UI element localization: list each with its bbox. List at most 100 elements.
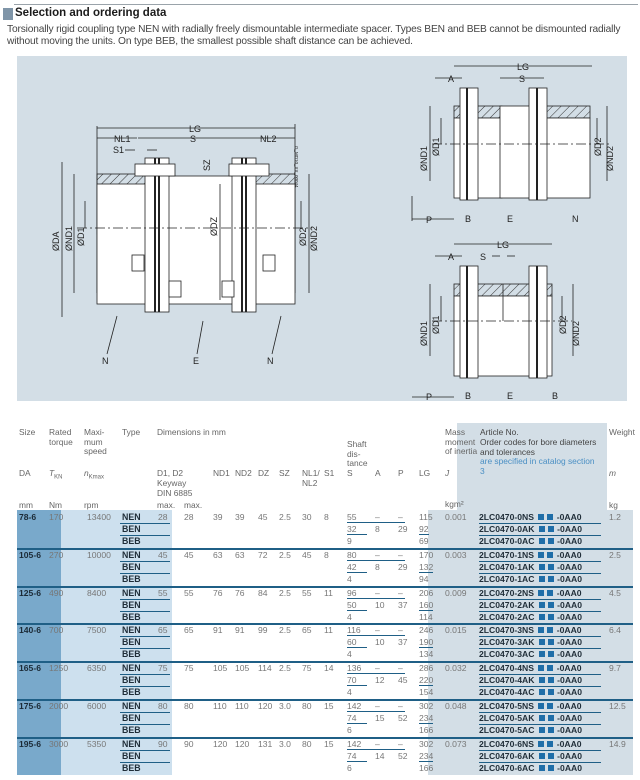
s-value: 60 bbox=[347, 637, 367, 649]
svg-text:S1: S1 bbox=[113, 145, 124, 155]
type-nen: NEN bbox=[120, 588, 170, 600]
sz-value: 2.5 bbox=[279, 587, 291, 598]
order-code-square-icon bbox=[538, 575, 545, 582]
lg-value: 166 bbox=[419, 762, 434, 773]
nl-value: 80 bbox=[302, 701, 312, 711]
lg-value: 190 bbox=[419, 637, 434, 649]
sz-value: 2.5 bbox=[279, 663, 291, 674]
weight-value: 14.9 bbox=[609, 738, 626, 749]
catalog-section-link[interactable]: are specified in catalog section 3 bbox=[480, 456, 595, 476]
speed-value: 13400 bbox=[87, 512, 111, 522]
d2-value: 45 bbox=[184, 549, 194, 560]
article-suffix: -0AA0 bbox=[554, 762, 583, 773]
p-value: 52 bbox=[398, 713, 408, 723]
p-value: 37 bbox=[398, 637, 408, 648]
order-code-square-icon bbox=[547, 715, 554, 721]
a-value: – bbox=[375, 625, 380, 636]
type-ben: BEN bbox=[120, 524, 170, 536]
svg-text:A: A bbox=[448, 252, 454, 262]
hdr-keyway: Keyway DIN 6885 bbox=[157, 478, 193, 498]
article-base: 2LC0470-6AK bbox=[479, 750, 537, 761]
weight-value: 12.5 bbox=[609, 701, 626, 711]
s-value: 4 bbox=[347, 611, 352, 622]
dz-value: 120 bbox=[258, 701, 273, 711]
type-nen: NEN bbox=[120, 550, 170, 562]
size-group: 140-6 700 7500 65 65 91 91 99 2.5 65 11 … bbox=[17, 623, 633, 661]
article-number: 2LC0470-0AC -0AA0 bbox=[479, 536, 601, 547]
type-ben: BEN bbox=[120, 600, 170, 612]
type-columns-bg bbox=[61, 510, 172, 775]
svg-text:ØND1: ØND1 bbox=[419, 146, 429, 171]
tkn-symbol: T bbox=[49, 468, 55, 478]
group-separator bbox=[17, 661, 633, 664]
speed-value: 7500 bbox=[87, 625, 107, 636]
nl-value: 65 bbox=[302, 625, 312, 636]
drawing-beb: LG A S ØND1 ØD1 ØND2 ØD2 P B E B bbox=[412, 240, 581, 401]
sz-value: 2.5 bbox=[279, 512, 291, 522]
speed-value: 10000 bbox=[87, 549, 111, 560]
order-code-square-icon bbox=[538, 601, 545, 608]
s-value: 96 bbox=[347, 588, 405, 599]
order-code-square-icon bbox=[547, 627, 554, 634]
a-value: 14 bbox=[375, 750, 385, 761]
article-number: 2LC0470-6AK -0AA0 bbox=[479, 751, 601, 763]
nkmax-symbol: n bbox=[84, 468, 89, 478]
svg-text:ØD1: ØD1 bbox=[431, 137, 441, 156]
type-beb: BEB bbox=[122, 649, 141, 660]
p-value: – bbox=[398, 512, 403, 522]
article-base: 2LC0470-1NS bbox=[479, 549, 537, 560]
d1-value: 80 bbox=[158, 701, 168, 711]
coupling-drawings: LG NL1 S NL2 S1 G_MD10_XX_00044 bbox=[17, 56, 627, 401]
hdr-lg: LG bbox=[419, 468, 431, 478]
article-base: 2LC0470-3AK bbox=[479, 637, 537, 648]
inertia-column-bg bbox=[428, 510, 457, 775]
type-ben: BEN bbox=[120, 713, 170, 725]
order-code-square-icon bbox=[547, 740, 554, 747]
article-number: 2LC0470-6AC -0AA0 bbox=[479, 763, 601, 774]
d2-value: 65 bbox=[184, 625, 194, 636]
order-code-square-icon bbox=[538, 538, 545, 544]
svg-text:N: N bbox=[572, 214, 579, 224]
weight-value: 6.4 bbox=[609, 625, 621, 636]
article-number: 2LC0470-5AC -0AA0 bbox=[479, 725, 601, 736]
s1-value: 15 bbox=[324, 701, 334, 711]
nkmax-sub: Kmax bbox=[88, 474, 105, 481]
dz-value: 72 bbox=[258, 549, 268, 560]
order-code-square-icon bbox=[538, 563, 545, 570]
article-suffix: -0AA0 bbox=[554, 649, 583, 660]
inertia-value: 0.003 bbox=[445, 549, 467, 560]
weight-value: 9.7 bbox=[609, 663, 621, 674]
torque-value: 2000 bbox=[49, 701, 69, 711]
s-value: 4 bbox=[347, 649, 352, 660]
order-code-square-icon bbox=[538, 526, 545, 532]
dz-value: 131 bbox=[258, 738, 273, 749]
hdr-shaft-distance: Shaft dis- tance bbox=[347, 439, 368, 468]
unit-nm: Nm bbox=[49, 500, 63, 510]
size-group: 125-6 490 8400 55 55 76 76 84 2.5 55 11 … bbox=[17, 585, 633, 624]
group-separator bbox=[17, 585, 633, 588]
nd2-value: 39 bbox=[235, 512, 245, 522]
article-suffix: -0AA0 bbox=[554, 573, 583, 584]
order-code-square-icon bbox=[538, 740, 545, 747]
a-value: 8 bbox=[375, 561, 380, 572]
article-number: 2LC0470-4AK -0AA0 bbox=[479, 675, 601, 688]
nd2-value: 110 bbox=[235, 701, 249, 711]
lg-value: 206 bbox=[419, 587, 434, 598]
svg-text:N: N bbox=[102, 356, 109, 366]
type-beb: BEB bbox=[122, 611, 141, 622]
nd1-value: 39 bbox=[213, 512, 223, 522]
s-value: 74 bbox=[347, 751, 367, 762]
type-ben: BEN bbox=[120, 562, 170, 574]
inertia-value: 0.073 bbox=[445, 738, 467, 749]
a-value: – bbox=[375, 738, 380, 749]
svg-text:NL1: NL1 bbox=[114, 134, 131, 144]
size-value: 165-6 bbox=[19, 663, 41, 674]
a-value: – bbox=[375, 512, 380, 522]
article-number: 2LC0470-1AK -0AA0 bbox=[479, 562, 601, 574]
svg-text:ØND2: ØND2 bbox=[571, 321, 581, 346]
article-number: 2LC0470-1AC -0AA0 bbox=[479, 574, 601, 585]
a-value: 12 bbox=[375, 675, 385, 686]
article-base: 2LC0470-0AC bbox=[479, 536, 537, 546]
dz-value: 114 bbox=[258, 663, 272, 674]
group-separator bbox=[17, 547, 633, 550]
